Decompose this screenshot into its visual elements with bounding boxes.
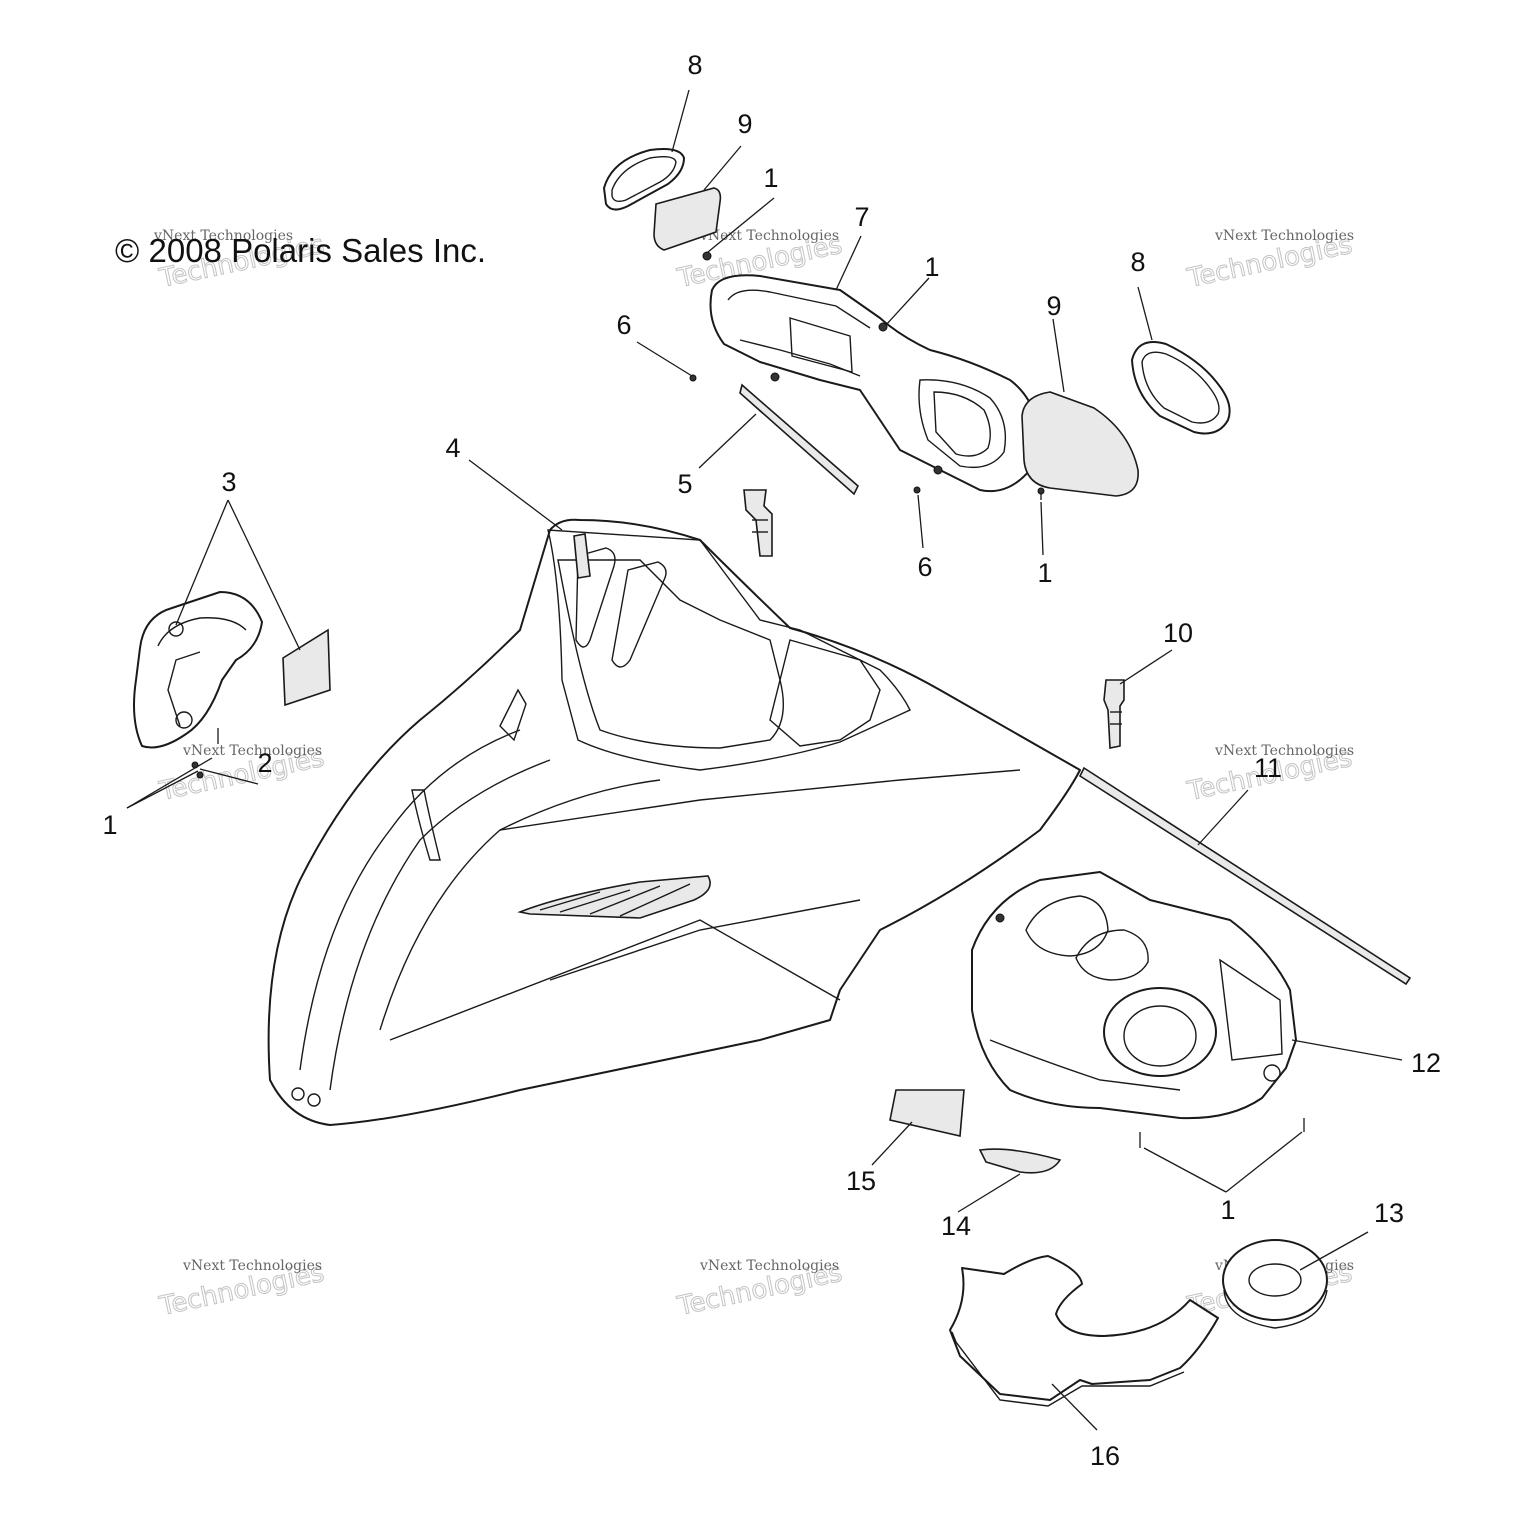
svg-text:vNext Technologies: vNext Technologies [699, 1258, 839, 1274]
gasket-right[interactable] [1131, 341, 1231, 435]
trim-strip-upper[interactable] [739, 383, 859, 496]
callout-3: 3 [221, 467, 236, 497]
svg-text:vNext Technologies: vNext Technologies [699, 228, 839, 244]
lens-left[interactable] [653, 187, 722, 251]
gasket-left[interactable] [603, 148, 685, 211]
console-fasteners[interactable] [1139, 1118, 1305, 1148]
svg-text:vNext Technologies: vNext Technologies [182, 1258, 322, 1274]
callout-9: 9 [737, 109, 752, 139]
hood-assembly[interactable] [267, 518, 1081, 1126]
callout-7: 7 [854, 202, 869, 232]
callout-10: 10 [1163, 618, 1193, 648]
callout-11: 11 [1254, 753, 1282, 783]
svg-text:vNext Technologies: vNext Technologies [1214, 743, 1354, 759]
callout-2: 2 [257, 748, 272, 778]
seat-pad[interactable] [949, 1255, 1219, 1407]
callout-5: 5 [677, 469, 692, 499]
callout-1: 1 [1037, 558, 1052, 588]
callout-8: 8 [687, 50, 702, 80]
callout-1: 1 [924, 252, 939, 282]
callout-16: 16 [1090, 1441, 1120, 1471]
watermark: Technologies vNext Technologies [156, 1257, 328, 1322]
headlight-housing[interactable] [709, 274, 1039, 492]
callout-6: 6 [616, 310, 631, 340]
callout-8: 8 [1130, 247, 1145, 277]
lens-right[interactable] [1021, 391, 1139, 497]
retainer-clip-right[interactable] [1103, 679, 1125, 749]
trim-strip-lower[interactable] [1078, 766, 1412, 986]
rubber-grommet[interactable] [1222, 1239, 1328, 1329]
decal-rectangle[interactable] [889, 1089, 965, 1137]
callout-15: 15 [846, 1166, 876, 1196]
callout-1: 1 [763, 163, 778, 193]
callout-14: 14 [941, 1211, 971, 1241]
svg-text:vNext Technologies: vNext Technologies [1214, 228, 1354, 244]
callout-1: 1 [1220, 1195, 1235, 1225]
callout-9: 9 [1046, 291, 1061, 321]
svg-text:vNext Technologies: vNext Technologies [182, 743, 322, 759]
watermark: Technologies vNext Technologies [1184, 228, 1356, 295]
fastener-screws[interactable] [689, 251, 1045, 500]
watermark: Technologies vNext Technologies [674, 1257, 846, 1322]
copyright-text: © 2008 Polaris Sales Inc. [115, 232, 486, 269]
callout-6: 6 [917, 552, 932, 582]
callout-13: 13 [1374, 1198, 1404, 1228]
callout-12: 12 [1411, 1048, 1441, 1078]
leader-lines [126, 89, 1403, 1431]
svg-text:vNext Technologies: vNext Technologies [153, 228, 293, 244]
decal-curved[interactable] [978, 1148, 1062, 1174]
retainer-clip-upper[interactable] [743, 489, 773, 557]
console-airbox[interactable] [971, 871, 1297, 1120]
watermark: Technologies vNext Technologies [156, 742, 328, 807]
callout-1: 1 [102, 810, 117, 840]
callout-labels: 8 9 1 7 1 6 9 8 3 4 5 6 1 10 1 2 11 12 1… [102, 50, 1441, 1471]
mirror-assembly[interactable] [133, 591, 263, 749]
callout-4: 4 [445, 433, 460, 463]
mirror-decal[interactable] [282, 628, 331, 707]
